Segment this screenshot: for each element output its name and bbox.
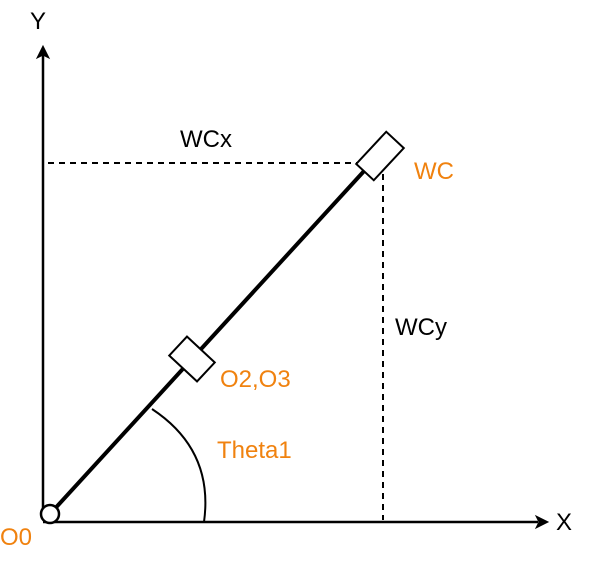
joint-o2-o3-label: O2,O3 <box>220 366 291 393</box>
y-axis-arrowhead <box>35 44 51 60</box>
x-axis-label: X <box>556 509 573 536</box>
wc-label: WC <box>414 158 454 185</box>
theta1-label: Theta1 <box>217 437 292 464</box>
wcx-label: WCx <box>180 126 232 153</box>
theta1-arc <box>151 408 207 523</box>
y-axis-label: Y <box>30 8 47 35</box>
link-line <box>48 168 367 516</box>
wc-joint-box <box>354 130 406 182</box>
joint-o2-o3-box <box>167 335 217 383</box>
origin-circle <box>39 503 61 525</box>
x-axis-arrowhead <box>534 514 550 530</box>
wcy-label: WCy <box>395 314 447 341</box>
origin-label: O0 <box>0 524 33 551</box>
